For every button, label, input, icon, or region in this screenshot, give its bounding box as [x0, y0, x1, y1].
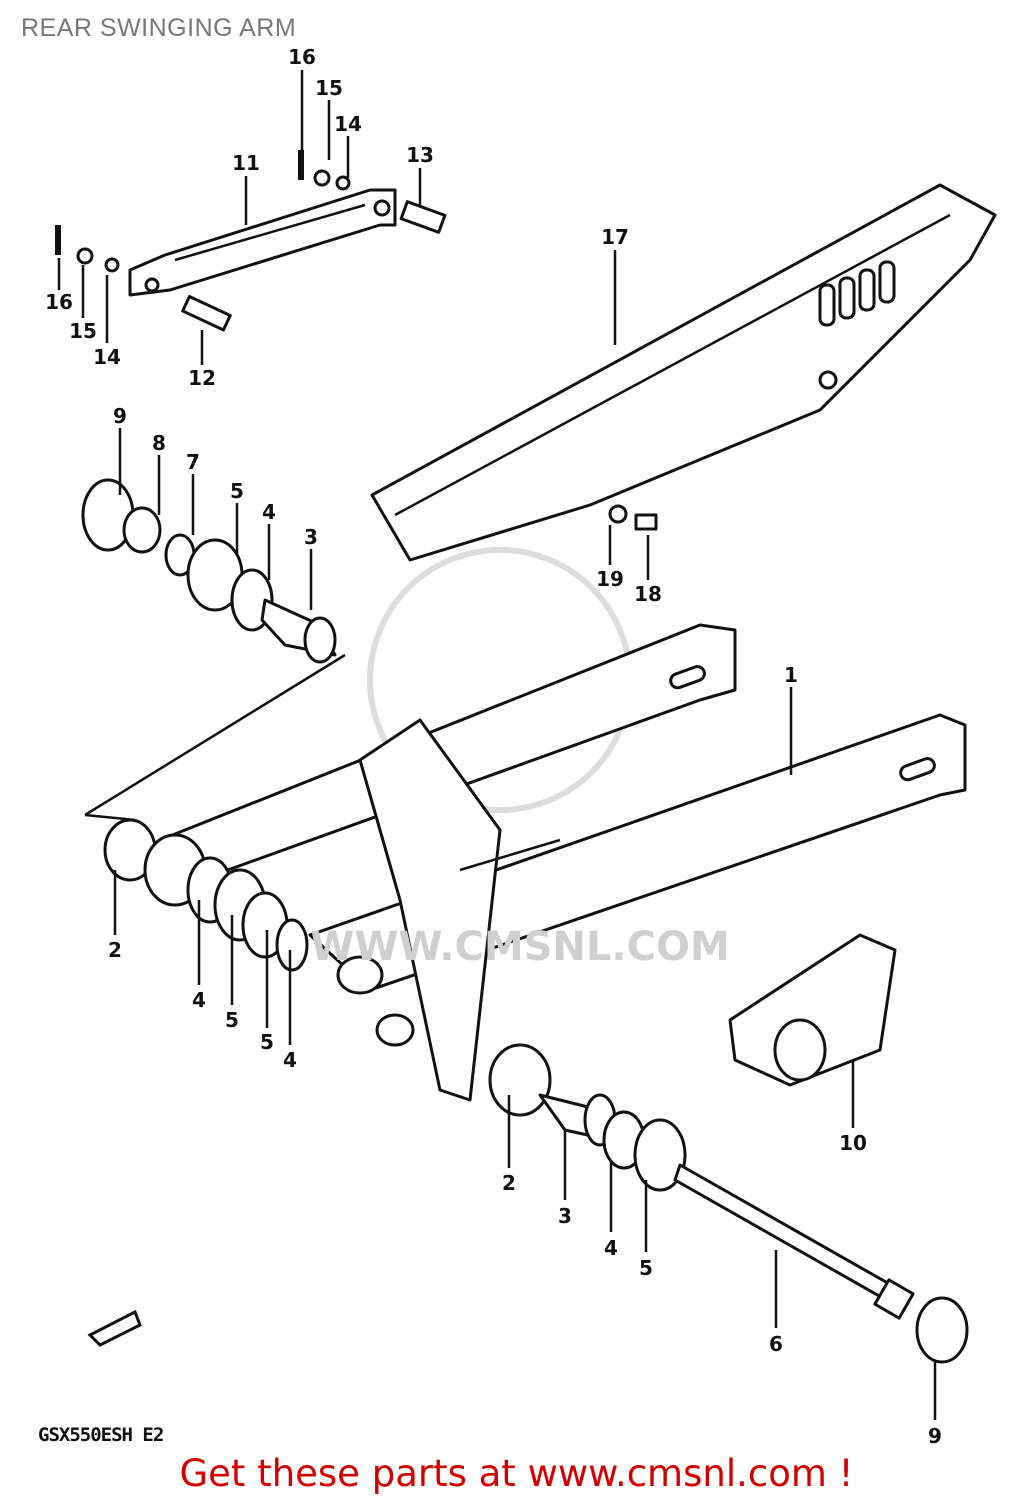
- callout-4: 4: [192, 988, 206, 1012]
- callout-6: 6: [769, 1332, 783, 1356]
- callout-5: 5: [230, 479, 244, 503]
- callout-labels: 16 15 14 13 11 17 16 15 14 12 9 8 7 5 4 …: [45, 45, 942, 1448]
- callout-15: 15: [315, 76, 343, 100]
- callout-11: 11: [232, 151, 260, 175]
- swing-arm: [84, 623, 967, 1102]
- callout-9: 9: [113, 404, 127, 428]
- callout-2: 2: [502, 1171, 516, 1195]
- callout-3: 3: [558, 1204, 572, 1228]
- callout-19: 19: [596, 567, 624, 591]
- callout-4: 4: [604, 1236, 618, 1260]
- model-code: GSX550ESH E2: [38, 1424, 164, 1446]
- callout-7: 7: [186, 450, 200, 474]
- callout-2: 2: [108, 938, 122, 962]
- callout-17: 17: [601, 225, 629, 249]
- callout-5: 5: [639, 1256, 653, 1280]
- callout-5: 5: [225, 1008, 239, 1032]
- footer-link[interactable]: Get these parts at www.cmsnl.com !: [179, 1452, 854, 1495]
- callout-14: 14: [93, 345, 121, 369]
- torque-rod: [55, 150, 447, 332]
- watermark-text: WWW.CMSNL.COM: [310, 924, 730, 970]
- leader-lines: [57, 70, 937, 1420]
- callout-1: 1: [784, 663, 798, 687]
- callout-12: 12: [188, 366, 216, 390]
- callout-4: 4: [262, 500, 276, 524]
- page-title: REAR SWINGING ARM: [21, 14, 297, 42]
- callout-3: 3: [304, 525, 318, 549]
- callout-4: 4: [283, 1048, 297, 1072]
- callout-15: 15: [69, 319, 97, 343]
- callout-14: 14: [334, 112, 362, 136]
- callout-13: 13: [406, 143, 434, 167]
- callout-16: 16: [45, 290, 73, 314]
- chain-case: [370, 183, 997, 562]
- pivot-parts-lower: [488, 1043, 969, 1364]
- callout-9: 9: [928, 1424, 942, 1448]
- pivot-parts-upper: [81, 478, 337, 664]
- callout-5: 5: [260, 1030, 274, 1054]
- callout-18: 18: [634, 582, 662, 606]
- forward-arrow-icon: [87, 1309, 142, 1347]
- callout-8: 8: [152, 431, 166, 455]
- callout-16: 16: [288, 45, 316, 69]
- chain-adjuster: [728, 933, 897, 1087]
- callout-10: 10: [839, 1131, 867, 1155]
